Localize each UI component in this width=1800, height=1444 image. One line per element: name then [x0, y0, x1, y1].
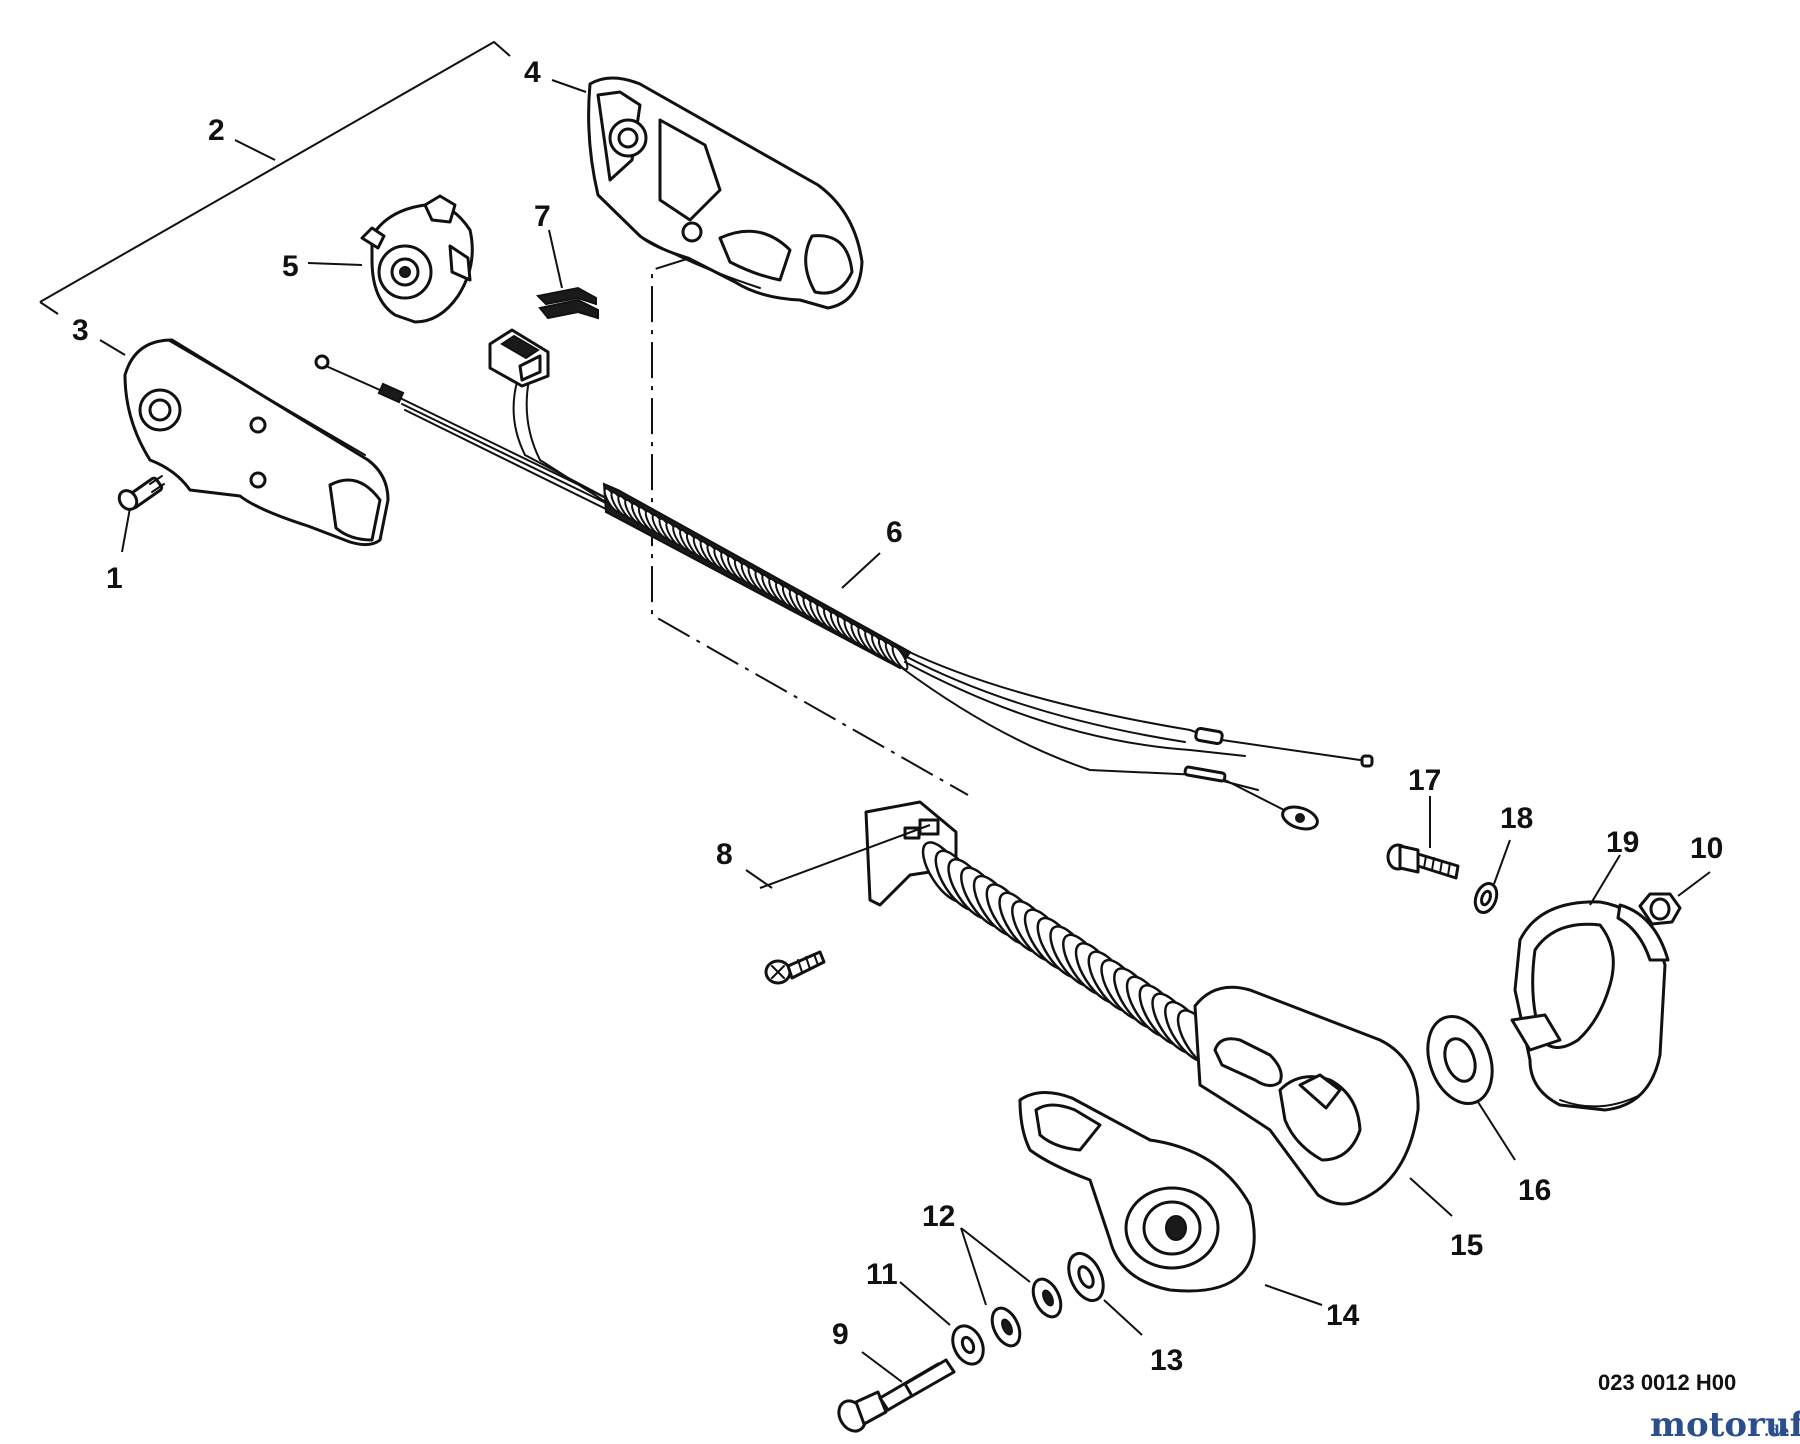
callout-10: 10	[1690, 832, 1723, 865]
callout-labels: 1 2 3 4 5 6 7 8 9 10 11 12 13 14 15 16 1…	[72, 56, 1723, 1377]
callout-9: 9	[832, 1318, 849, 1351]
nut-10	[1638, 892, 1682, 926]
washers-12	[990, 1277, 1063, 1348]
handle-clamp	[1510, 900, 1670, 1112]
washer-18	[1473, 881, 1499, 915]
stop-switch	[488, 328, 550, 388]
callout-14: 14	[1326, 1299, 1360, 1332]
callout-18: 18	[1500, 802, 1533, 835]
screw-1	[117, 475, 165, 511]
spring-coil	[603, 487, 909, 671]
watermark-tld: .de	[1764, 1422, 1789, 1440]
callout-15: 15	[1450, 1229, 1483, 1262]
callout-19: 19	[1606, 826, 1639, 859]
callout-4: 4	[524, 56, 541, 89]
callout-7: 7	[534, 200, 551, 233]
leader-lines	[99, 79, 1711, 1383]
boot-ribs	[921, 841, 1224, 1071]
callout-2: 2	[208, 114, 225, 147]
front-handle-grip	[864, 800, 1420, 1206]
callout-13: 13	[1150, 1344, 1183, 1377]
handle-cover-lower	[123, 338, 390, 547]
watermark-main: motoruf	[1650, 1405, 1800, 1444]
callout-8: 8	[716, 838, 733, 871]
drawing-code: 023 0012 H00	[1598, 1370, 1736, 1395]
coil-turn	[891, 645, 909, 671]
bolt-9	[837, 1358, 956, 1433]
bolt-17	[1386, 843, 1460, 880]
assembly-bracket	[39, 40, 511, 315]
cable-harness	[314, 328, 1374, 831]
callout-6: 6	[886, 516, 903, 549]
washer-16	[1426, 1014, 1494, 1106]
spring-clip	[535, 286, 599, 320]
throttle-cam	[360, 194, 474, 324]
handle-cover-upper	[587, 76, 864, 310]
callout-17: 17	[1408, 764, 1441, 797]
washer-13	[1067, 1251, 1105, 1303]
callout-16: 16	[1518, 1174, 1551, 1207]
callout-1: 1	[106, 562, 123, 595]
callout-3: 3	[72, 314, 89, 347]
watermark: motoruf .de	[1650, 1405, 1800, 1444]
callout-11: 11	[866, 1258, 898, 1291]
callout-5: 5	[282, 250, 299, 283]
callout-12: 12	[922, 1200, 955, 1233]
alignment-centerline	[651, 257, 969, 796]
washer-11	[951, 1324, 985, 1366]
screw-8	[764, 950, 826, 985]
handle-cap	[1018, 1091, 1256, 1293]
